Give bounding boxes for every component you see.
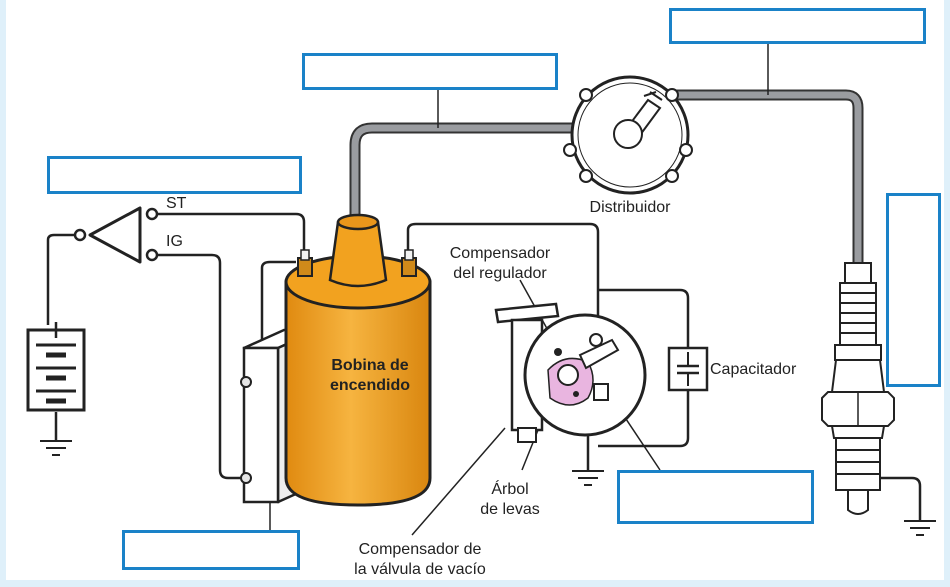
ignition-switch (73, 206, 159, 264)
label-bobina-2: encendido (330, 377, 410, 394)
label-arbol-2: de levas (480, 501, 540, 518)
battery (26, 322, 86, 412)
capacitor (667, 346, 709, 392)
label-distribuidor: Distribuidor (590, 199, 672, 216)
label-compensador-regulador-2: del regulador (453, 265, 547, 282)
label-bobina-1: Bobina de (331, 357, 408, 374)
answer-box-spark-plug-side[interactable] (886, 193, 941, 387)
label-arbol-1: Árbol (491, 479, 528, 498)
hv-cable (349, 89, 864, 271)
distributor-cap (563, 75, 693, 195)
label-compensador-regulador-1: Compensador (450, 245, 551, 262)
answer-box-top-center[interactable] (302, 53, 558, 90)
label-ig: IG (166, 233, 183, 250)
answer-box-top-right[interactable] (669, 8, 926, 44)
label-st: ST (166, 195, 187, 212)
spark-plug (821, 262, 895, 515)
label-compensador-vacio-2: la válvula de vacío (354, 561, 486, 578)
ground-symbols (40, 440, 936, 536)
answer-box-bottom-left[interactable] (122, 530, 300, 570)
answer-box-bottom-right[interactable] (617, 470, 814, 524)
answer-box-left[interactable] (47, 156, 302, 194)
label-compensador-vacio-1: Compensador de (359, 541, 482, 558)
breaker-plate (523, 313, 647, 437)
ignition-coil (284, 213, 432, 507)
label-capacitador: Capacitador (710, 361, 797, 378)
